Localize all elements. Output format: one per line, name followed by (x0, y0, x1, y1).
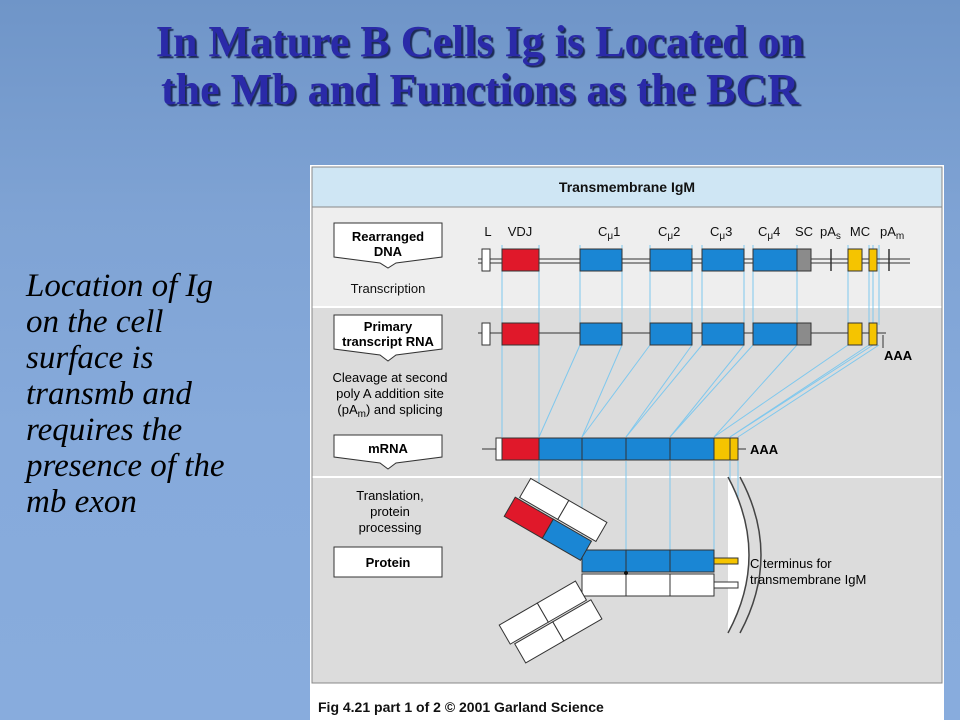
dna-exon-MC2 (868, 248, 878, 272)
stage-transcription-label: Transcription (351, 281, 426, 296)
svg-text:(pAm) and splicing: (pAm) and splicing (337, 402, 442, 420)
stage-dna-line-2: DNA (374, 244, 403, 259)
gene-labels: L VDJ Cμ1 Cμ2 Cμ3 Cμ4 SC pAs MC pAm (484, 224, 904, 242)
figure-header-band (311, 166, 943, 208)
title-line-2: the Mb and Functions as the BCR (160, 65, 800, 114)
svg-text:poly A addition site: poly A addition site (336, 386, 444, 401)
primary-aaa: AAA (884, 348, 913, 363)
stage-primary-line-2: transcript RNA (342, 334, 434, 349)
igm-figure: Transmembrane IgM Rearranged DNA Transcr… (310, 165, 944, 720)
body-line-1: Location of Ig (26, 268, 213, 304)
label-cmu3: Cμ3 (710, 224, 732, 242)
mrna-aaa: AAA (750, 442, 779, 457)
body-line-4: transmb and (26, 376, 192, 412)
primary-rna-row: AAA (478, 322, 913, 363)
igm-protein (498, 477, 739, 664)
dna-exon-SC (796, 248, 812, 272)
stage-translation-label: Translation, protein processing (356, 488, 423, 535)
svg-text:processing: processing (359, 520, 422, 535)
stage-protein: Protein (333, 546, 443, 578)
dna-exon-cmu2 (649, 248, 693, 272)
body-line-5: requires the (26, 412, 183, 448)
svg-text:Translation,: Translation, (356, 488, 423, 503)
dna-exon-cmu4 (752, 248, 798, 272)
label-VDJ: VDJ (508, 224, 533, 239)
body-line-3: surface is (26, 340, 154, 376)
label-pAs: pAs (820, 224, 841, 242)
stage-cleavage-label: Cleavage at second poly A addition site … (333, 370, 448, 420)
svg-text:Protein: Protein (366, 555, 411, 570)
body-line-2: on the cell (26, 304, 164, 340)
stage-dna-line-1: Rearranged (352, 229, 424, 244)
dna-exon-cmu3 (701, 248, 745, 272)
label-cmu2: Cμ2 (658, 224, 680, 242)
dna-exon-cmu1 (579, 248, 623, 272)
stage-primary-line-1: Primary (364, 319, 413, 334)
dna-exon-L (481, 248, 491, 272)
svg-text:protein: protein (370, 504, 410, 519)
cell-membrane (727, 476, 750, 634)
dna-row (478, 248, 910, 272)
body-line-7: mb exon (26, 484, 137, 520)
label-cmu4: Cμ4 (758, 224, 780, 242)
slide-title: In Mature B Cells Ig is Located on the M… (0, 18, 960, 114)
figure-caption: Fig 4.21 part 1 of 2 © 2001 Garland Scie… (318, 699, 604, 715)
label-MC: MC (850, 224, 870, 239)
svg-text:Cleavage at second: Cleavage at second (333, 370, 448, 385)
c-terminus-line-2: transmembrane IgM (750, 572, 866, 587)
svg-text:mRNA: mRNA (368, 441, 408, 456)
c-terminus-line-1: C terminus for (750, 556, 832, 571)
label-SC: SC (795, 224, 813, 239)
figure-title: Transmembrane IgM (559, 179, 695, 195)
label-L: L (484, 224, 491, 239)
body-line-6: presence of the (26, 448, 225, 484)
label-cmu1: Cμ1 (598, 224, 620, 242)
stage-mrna: mRNA (333, 434, 443, 470)
mrna-row: AAA (482, 437, 779, 461)
label-pAm: pAm (880, 224, 904, 242)
dna-exon-VDJ (501, 248, 540, 272)
stage-primary-rna: Primary transcript RNA (333, 314, 443, 362)
title-line-1: In Mature B Cells Ig is Located on (155, 17, 805, 66)
stage-dna: Rearranged DNA (333, 222, 443, 269)
body-text: Location of Ig on the cell surface is tr… (26, 268, 306, 520)
dna-exon-MC1 (847, 248, 863, 272)
